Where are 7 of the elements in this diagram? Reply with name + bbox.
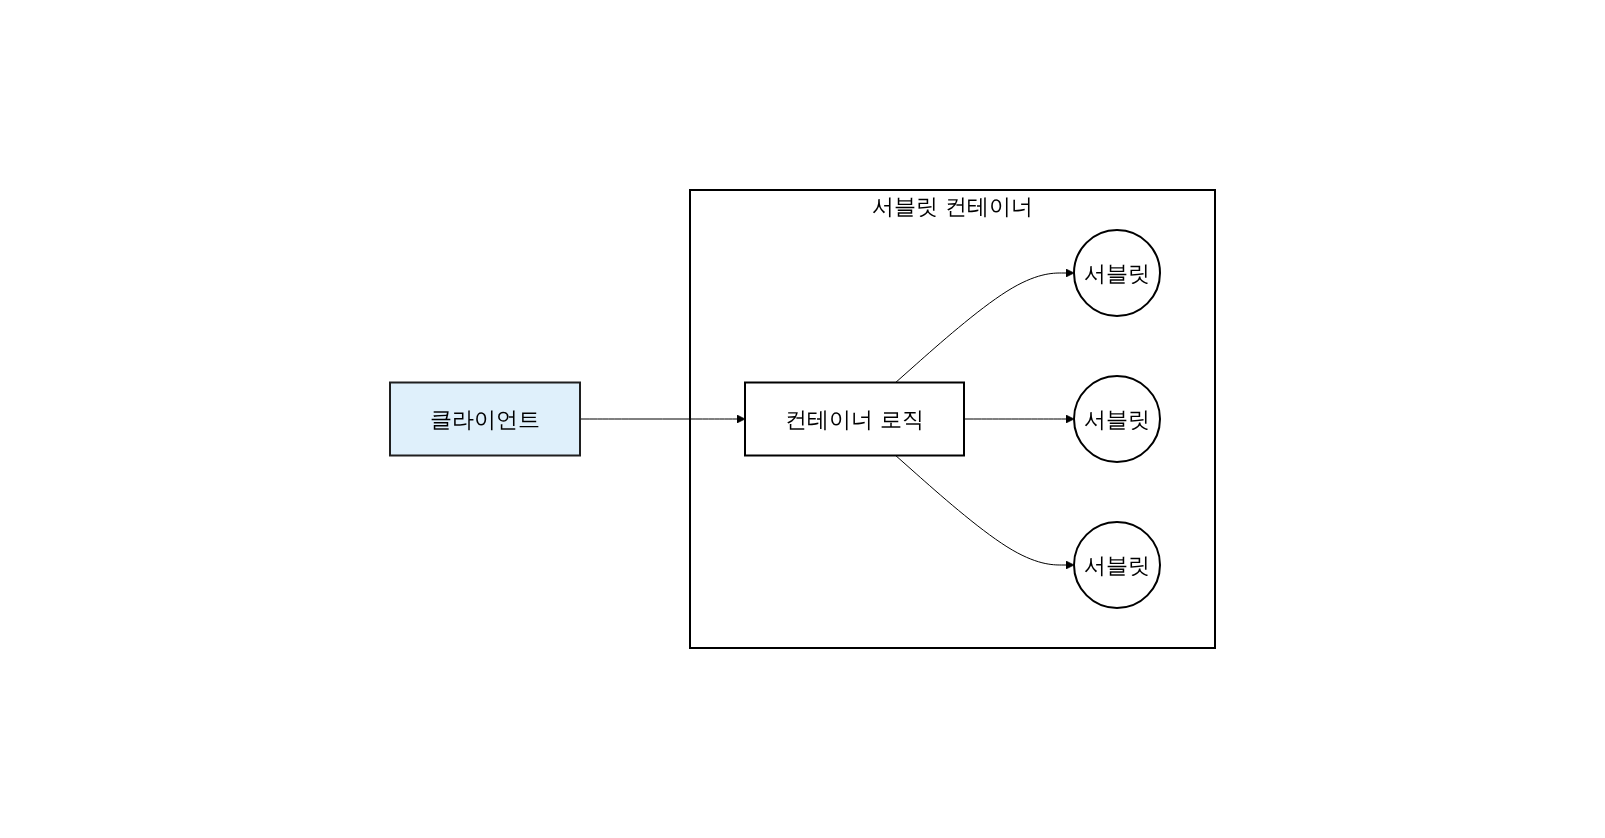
arrow	[895, 455, 1075, 570]
node-circle: 서블릿	[1073, 521, 1161, 609]
node-circle: 서블릿	[1073, 375, 1161, 463]
node-circle: 서블릿	[1073, 229, 1161, 317]
arrow	[895, 268, 1075, 383]
node-box: 컨테이너 로직	[744, 381, 965, 457]
node-box: 클라이언트	[389, 381, 581, 457]
